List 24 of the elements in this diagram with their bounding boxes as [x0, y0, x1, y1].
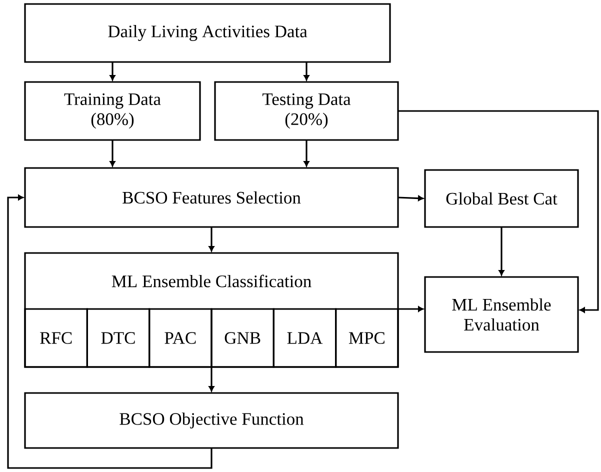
arrow	[110, 62, 116, 80]
arrow	[304, 140, 310, 166]
process-box: Global Best Cat	[424, 169, 579, 228]
process-box: BCSO Objective Function	[24, 392, 399, 449]
process-box: Training Data (80%)	[24, 81, 201, 141]
arrow	[498, 227, 504, 276]
process-box: Testing Data (20%)	[214, 81, 399, 141]
classifier-cell: PAC	[148, 308, 212, 368]
arrow	[304, 62, 310, 80]
arrow	[208, 367, 214, 392]
process-box: BCSO Features Selection	[24, 167, 399, 228]
arrow	[208, 227, 214, 252]
arrow	[398, 306, 424, 312]
classifier-cell: LDA	[272, 308, 337, 368]
arrow	[398, 196, 424, 202]
process-box: ML Ensemble Evaluation	[424, 276, 579, 353]
arrow	[398, 110, 599, 313]
classifier-cell: GNB	[210, 308, 274, 368]
process-box: Daily Living Activities Data	[24, 3, 391, 63]
classifier-cell: DTC	[86, 308, 150, 368]
arrow	[110, 140, 116, 166]
classifier-cell: MPC	[335, 308, 399, 368]
arrow	[7, 194, 212, 469]
classifier-cell: RFC	[24, 308, 88, 368]
